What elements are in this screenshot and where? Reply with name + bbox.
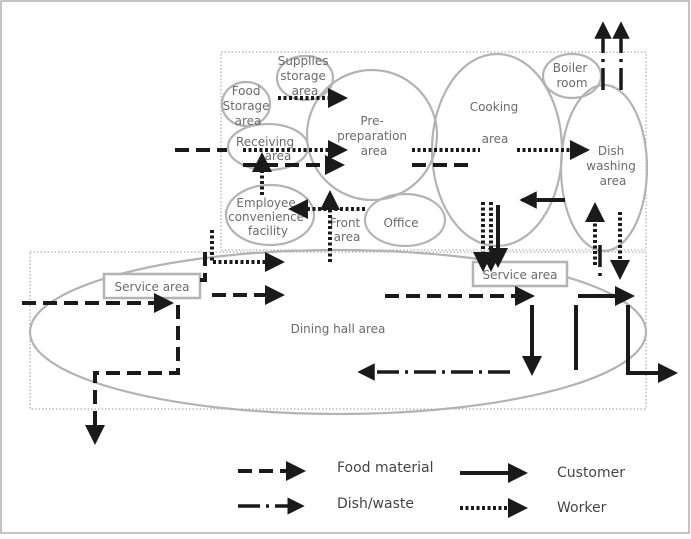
supplies-storage-zone (275, 54, 335, 102)
front-area-label: Front area (330, 216, 364, 244)
legend-worker-label: Worker (557, 500, 607, 516)
cooking-label: Cooking (470, 100, 519, 114)
supplies-label: Supplies storage area (278, 54, 333, 98)
legend-dish-label: Dish/waste (337, 496, 414, 512)
employee-label: Employee convenience facility (228, 196, 308, 238)
customer-flows (488, 198, 678, 383)
legend-customer-label: Customer (557, 465, 625, 481)
legend-food-label: Food material (337, 460, 433, 476)
food-storage-label: Food Storage area (223, 84, 274, 128)
service-area-left (102, 272, 202, 300)
service-area-right-label: Service area (483, 268, 558, 282)
service-area-left-label: Service area (115, 280, 190, 294)
office-zone (363, 192, 447, 248)
employee-facility-zone (224, 183, 316, 247)
cooking-area-label: area (482, 132, 509, 146)
preparation-zone (305, 68, 439, 202)
dish-waste-flows (357, 21, 630, 381)
food-material-flows (22, 148, 535, 445)
worker-flows (210, 88, 630, 280)
food-storage-zone (220, 80, 272, 128)
legend: Food material Customer Dish/waste Worker (238, 460, 625, 518)
dining-hall-label: Dining hall area (291, 322, 386, 336)
dish-washing-label: Dish washing area (586, 144, 639, 188)
office-label: Office (383, 216, 418, 230)
boiler-room-zone (541, 52, 603, 100)
dining-hall-zone (28, 248, 648, 416)
boiler-label: Boiler room (553, 61, 591, 90)
preprep-label: Pre- preparation area (337, 114, 411, 158)
